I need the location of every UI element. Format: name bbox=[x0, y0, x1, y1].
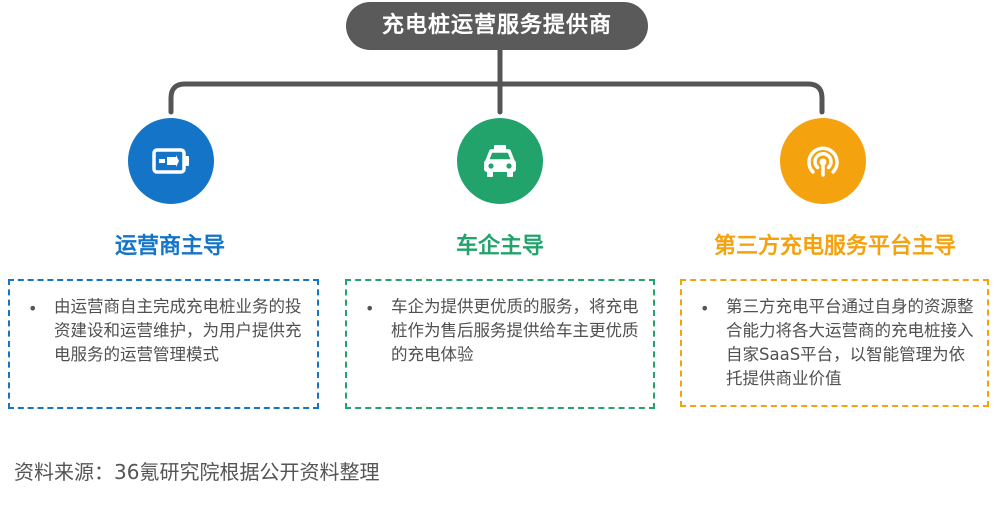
third-party-icon-circle bbox=[780, 118, 866, 204]
root-node: 充电桩运营服务提供商 bbox=[346, 2, 648, 50]
signal-broadcast-icon bbox=[807, 146, 839, 177]
branch-title-operator: 运营商主导 bbox=[114, 234, 225, 259]
branch-box-operator: • 由运营商自主完成充电桩业务的投资建设和运营维护，为用户提供充电服务的运营管理… bbox=[8, 279, 319, 409]
car-icon bbox=[484, 145, 516, 177]
branch-description-operator: 由运营商自主完成充电桩业务的投资建设和运营维护，为用户提供充电服务的运营管理模式 bbox=[54, 297, 302, 364]
automaker-icon-circle bbox=[457, 118, 543, 204]
branch-box-third-party: • 第三方充电平台通过自身的资源整合能力将各大运营商的充电桩接入自家SaaS平台… bbox=[680, 279, 989, 407]
operator-icon-circle bbox=[128, 118, 214, 204]
connector-tree bbox=[168, 81, 825, 115]
branch-title-third-party: 第三方充电服务平台主导 bbox=[713, 234, 956, 259]
branch-title-automaker: 车企主导 bbox=[455, 234, 544, 259]
source-note: 资料来源：36氪研究院根据公开资料整理 bbox=[14, 460, 380, 484]
bullet: • bbox=[365, 299, 375, 318]
branch-box-automaker: • 车企为提供更优质的服务，将充电桩作为售后服务提供给车主更优质的充电体验 bbox=[345, 279, 655, 409]
bullet: • bbox=[700, 299, 710, 318]
bullet: • bbox=[28, 299, 38, 318]
branch-description-automaker: 车企为提供更优质的服务，将充电桩作为售后服务提供给车主更优质的充电体验 bbox=[391, 297, 639, 364]
battery-charging-icon bbox=[152, 148, 189, 174]
branch-description-third-party: 第三方充电平台通过自身的资源整合能力将各大运营商的充电桩接入自家SaaS平台，以… bbox=[726, 297, 974, 388]
